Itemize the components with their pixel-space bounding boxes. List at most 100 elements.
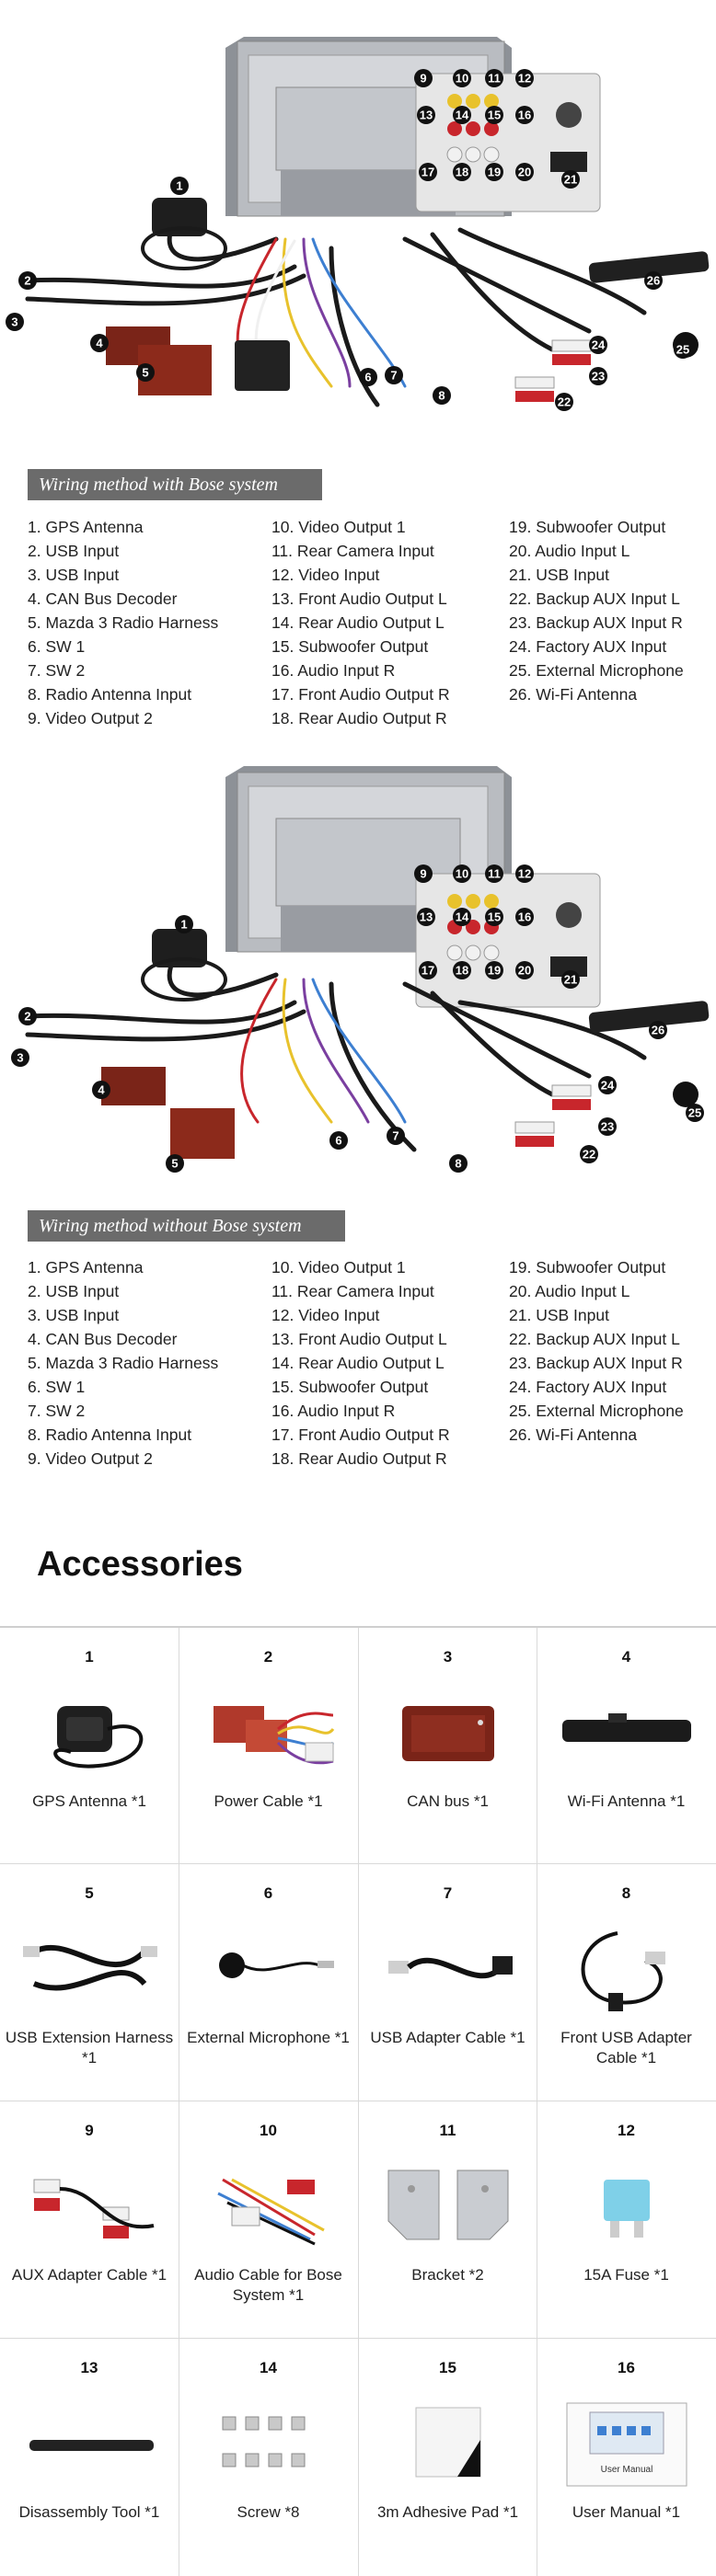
callout-marker bbox=[555, 393, 573, 411]
callout-marker bbox=[419, 163, 437, 181]
callout-number: 15 bbox=[488, 109, 501, 122]
accessory-name: Wi-Fi Antenna *1 bbox=[567, 1792, 686, 1810]
callout-number: 25 bbox=[688, 1106, 701, 1120]
callout-marker bbox=[385, 366, 403, 384]
callout-marker bbox=[649, 1021, 667, 1039]
accessory-number: 14 bbox=[260, 2359, 277, 2376]
callout-marker bbox=[453, 163, 471, 181]
accessory-name: Power Cable *1 bbox=[214, 1792, 323, 1810]
callout-number: 10 bbox=[456, 867, 468, 881]
callout-number: 1 bbox=[176, 179, 182, 193]
callout-marker bbox=[419, 961, 437, 979]
callout-number: 11 bbox=[488, 867, 501, 881]
callout-number: 12 bbox=[518, 867, 531, 881]
callout-marker bbox=[414, 69, 433, 87]
legend-item: 12. Video Input bbox=[271, 566, 380, 584]
accessory-number: 5 bbox=[85, 1884, 94, 1902]
legend-item: 5. Mazda 3 Radio Harness bbox=[28, 1354, 219, 1372]
legend-item: 1. GPS Antenna bbox=[28, 1258, 144, 1277]
callout-number: 14 bbox=[456, 109, 469, 122]
legend-item: 13. Front Audio Output L bbox=[271, 1330, 447, 1348]
can-bus-icon bbox=[375, 1678, 522, 1780]
fuse-icon bbox=[553, 2152, 700, 2253]
legend-item: 16. Audio Input R bbox=[271, 661, 396, 680]
accessory-name: USB Extension Harness *1 bbox=[5, 2029, 174, 2067]
callout-number: 20 bbox=[518, 964, 531, 978]
callout-number: 26 bbox=[652, 1024, 664, 1037]
callout-marker bbox=[515, 163, 534, 181]
callout-number: 13 bbox=[420, 109, 433, 122]
legend-item: 6. SW 1 bbox=[28, 1378, 86, 1396]
accessory-number: 1 bbox=[85, 1648, 94, 1666]
callout-number: 9 bbox=[420, 72, 426, 86]
callout-number: 18 bbox=[456, 166, 468, 179]
legend-item: 23. Backup AUX Input R bbox=[509, 613, 683, 632]
accessory-number: 16 bbox=[618, 2359, 635, 2376]
callout-marker bbox=[175, 915, 193, 933]
legend-item: 25. External Microphone bbox=[509, 661, 684, 680]
legend-item: 1. GPS Antenna bbox=[28, 518, 144, 536]
legend-item: 8. Radio Antenna Input bbox=[28, 1425, 192, 1444]
callout-number: 6 bbox=[335, 1134, 341, 1148]
legend-item: 4. CAN Bus Decoder bbox=[28, 590, 178, 608]
callout-marker bbox=[515, 106, 534, 124]
callout-marker bbox=[589, 367, 607, 385]
accessory-name: 15A Fuse *1 bbox=[583, 2266, 669, 2284]
gps-antenna-icon bbox=[16, 1678, 163, 1780]
callout-number: 5 bbox=[142, 366, 148, 380]
callout-marker bbox=[166, 1154, 184, 1173]
callout-number: 16 bbox=[518, 910, 531, 924]
callout-number: 22 bbox=[558, 395, 571, 409]
audio-cable-icon bbox=[195, 2152, 342, 2253]
legend-item: 21. USB Input bbox=[509, 566, 609, 584]
accessories-title: Accessories bbox=[37, 1545, 243, 1584]
legend-item: 5. Mazda 3 Radio Harness bbox=[28, 613, 219, 632]
callout-number: 15 bbox=[488, 910, 501, 924]
callout-marker bbox=[18, 271, 37, 290]
callout-number: 3 bbox=[11, 315, 17, 329]
callout-marker bbox=[449, 1154, 468, 1173]
legend-item: 10. Video Output 1 bbox=[271, 518, 406, 536]
manual-caption: User Manual bbox=[601, 2465, 653, 2475]
legend-item: 24. Factory AUX Input bbox=[509, 637, 667, 656]
accessory-name: Disassembly Tool *1 bbox=[18, 2503, 160, 2521]
legend-item: 21. USB Input bbox=[509, 1306, 609, 1324]
callout-number: 8 bbox=[455, 1157, 461, 1171]
accessory-number: 6 bbox=[263, 1884, 273, 1902]
callout-number: 25 bbox=[676, 343, 689, 357]
accessory-name: AUX Adapter Cable *1 bbox=[11, 2266, 167, 2284]
legend-item: 7. SW 2 bbox=[28, 1402, 86, 1420]
accessory-number: 13 bbox=[80, 2359, 98, 2376]
legend-item: 3. USB Input bbox=[28, 1306, 120, 1324]
legend-item: 14. Rear Audio Output L bbox=[271, 613, 445, 632]
power-cable-icon bbox=[195, 1678, 342, 1780]
callout-marker bbox=[515, 961, 534, 979]
accessory-number: 3 bbox=[443, 1648, 453, 1666]
legend-item: 8. Radio Antenna Input bbox=[28, 685, 192, 704]
legend-item: 9. Video Output 2 bbox=[28, 709, 153, 727]
legend-item: 17. Front Audio Output R bbox=[271, 685, 450, 704]
callout-number: 4 bbox=[98, 1083, 105, 1097]
callout-marker bbox=[18, 1007, 37, 1025]
legend-item: 15. Subwoofer Output bbox=[271, 637, 429, 656]
callout-marker bbox=[453, 69, 471, 87]
callout-marker bbox=[453, 961, 471, 979]
callout-number: 8 bbox=[438, 389, 445, 403]
accessory-name: External Microphone *1 bbox=[187, 2029, 350, 2046]
accessory-number: 10 bbox=[260, 2122, 277, 2139]
